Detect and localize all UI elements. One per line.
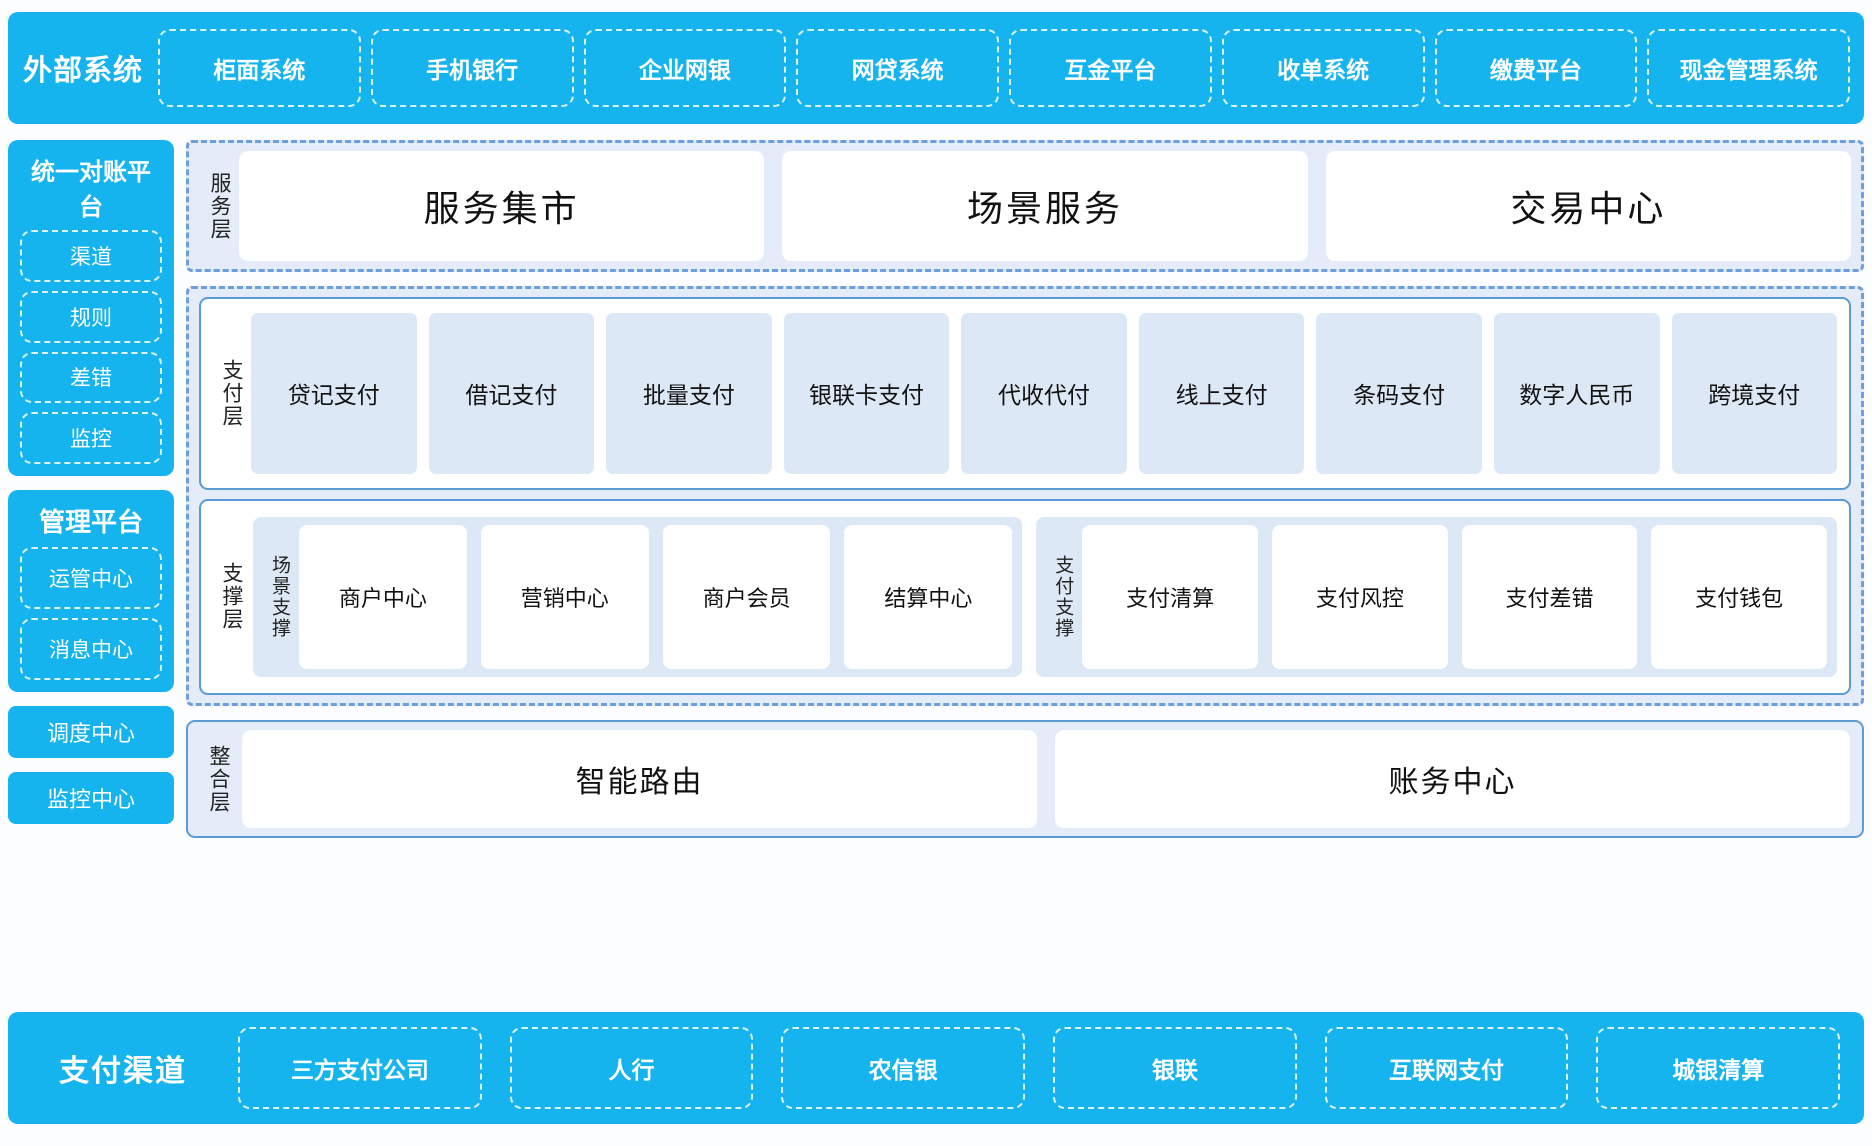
reconcile-platform-panel: 统一对账平台 渠道 规则 差错 监控 xyxy=(8,140,174,476)
payment-channel-chip[interactable]: 三方支付公司 xyxy=(238,1027,482,1109)
payment-card[interactable]: 批量支付 xyxy=(606,313,772,474)
payment-channel-chip[interactable]: 城银清算 xyxy=(1596,1027,1841,1109)
payment-channels-chip-list: 三方支付公司 人行 农信银 银联 互联网支付 城银清算 xyxy=(238,1027,1841,1109)
payment-support-card[interactable]: 支付差错 xyxy=(1461,524,1638,669)
payment-channels-title: 支付渠道 xyxy=(59,1055,187,1088)
payment-card[interactable]: 贷记支付 xyxy=(251,313,417,474)
management-platform-panel: 管理平台 运管中心 消息中心 xyxy=(8,490,174,692)
external-systems-chip-list: 柜面系统 手机银行 企业网银 网贷系统 互金平台 收单系统 缴费平台 现金管理系… xyxy=(158,29,1850,107)
support-layer-label: 支撑层 xyxy=(220,562,244,632)
payment-support-label: 支付支撑 xyxy=(1052,554,1074,639)
payment-channel-chip[interactable]: 银联 xyxy=(1053,1027,1297,1109)
support-layer-subgroups: 场景支撑 商户中心 营销中心 商户会员 结算中心 支付支撑 支付清算 支付风控 xyxy=(253,511,1837,684)
payment-layer-cards: 贷记支付 借记支付 批量支付 银联卡支付 代收代付 线上支付 条码支付 数字人民… xyxy=(251,307,1838,480)
payment-card[interactable]: 条码支付 xyxy=(1316,313,1482,474)
service-layer-cards: 服务集市 场景服务 交易中心 xyxy=(239,151,1851,261)
scene-support-card[interactable]: 营销中心 xyxy=(480,524,649,669)
integration-card[interactable]: 智能路由 xyxy=(242,730,1037,828)
service-layer-group: 服务层 服务集市 场景服务 交易中心 xyxy=(186,140,1864,272)
payment-support-card[interactable]: 支付钱包 xyxy=(1651,524,1827,669)
support-layer-group: 支撑层 场景支撑 商户中心 营销中心 商户会员 结算中心 支付支撑 xyxy=(199,498,1851,695)
management-item[interactable]: 运管中心 xyxy=(20,547,162,609)
integration-card[interactable]: 账务中心 xyxy=(1055,730,1850,828)
payment-card[interactable]: 数字人民币 xyxy=(1493,313,1660,474)
scene-support-card[interactable]: 商户中心 xyxy=(299,524,467,669)
payment-card[interactable]: 代收代付 xyxy=(961,313,1127,474)
scene-support-label: 场景支撑 xyxy=(268,554,290,639)
payment-channel-chip[interactable]: 互联网支付 xyxy=(1324,1027,1569,1109)
payment-channel-chip[interactable]: 人行 xyxy=(509,1027,754,1109)
payment-layer-label: 支付层 xyxy=(220,358,244,428)
platform-layers-column: 服务层 服务集市 场景服务 交易中心 支付层 贷记支付 借记支付 批量支付 银联… xyxy=(186,140,1864,1000)
payment-card[interactable]: 借记支付 xyxy=(428,313,595,474)
integration-layer-cards: 智能路由 账务中心 xyxy=(242,730,1850,828)
payment-layer-group: 支付层 贷记支付 借记支付 批量支付 银联卡支付 代收代付 线上支付 条码支付 … xyxy=(199,297,1851,490)
service-card[interactable]: 服务集市 xyxy=(239,151,765,261)
management-item[interactable]: 消息中心 xyxy=(20,618,162,680)
integration-layer-group: 整合层 智能路由 账务中心 xyxy=(186,720,1864,838)
scene-support-subgroup: 场景支撑 商户中心 营销中心 商户会员 结算中心 xyxy=(253,516,1023,677)
payment-channels-bar: 支付渠道 三方支付公司 人行 农信银 银联 互联网支付 城银清算 xyxy=(8,1012,1864,1124)
service-card[interactable]: 场景服务 xyxy=(782,151,1308,261)
payment-card[interactable]: 银联卡支付 xyxy=(783,313,950,474)
reconcile-platform-items: 渠道 规则 差错 监控 xyxy=(20,230,162,464)
scene-support-card[interactable]: 结算中心 xyxy=(844,524,1013,669)
external-system-chip[interactable]: 互金平台 xyxy=(1009,29,1212,107)
external-systems-title: 外部系统 xyxy=(22,55,143,87)
scene-support-card[interactable]: 商户会员 xyxy=(662,524,831,669)
payment-channel-chip[interactable]: 农信银 xyxy=(781,1027,1026,1109)
reconcile-item[interactable]: 渠道 xyxy=(20,230,162,282)
service-card[interactable]: 交易中心 xyxy=(1325,151,1851,261)
payment-support-card[interactable]: 支付风控 xyxy=(1271,524,1448,669)
payment-card[interactable]: 跨境支付 xyxy=(1671,313,1838,474)
payment-support-card[interactable]: 支付清算 xyxy=(1082,524,1258,669)
external-system-chip[interactable]: 企业网银 xyxy=(583,29,787,107)
external-system-chip[interactable]: 缴费平台 xyxy=(1434,29,1638,107)
reconcile-item[interactable]: 监控 xyxy=(20,412,162,464)
payment-support-cards: 支付清算 支付风控 支付差错 支付钱包 xyxy=(1082,524,1827,669)
monitoring-center-block[interactable]: 监控中心 xyxy=(8,772,174,824)
reconcile-item[interactable]: 规则 xyxy=(20,290,162,343)
external-systems-bar: 外部系统 柜面系统 手机银行 企业网银 网贷系统 互金平台 收单系统 缴费平台 … xyxy=(8,12,1864,124)
service-layer-label: 服务层 xyxy=(208,171,232,241)
external-system-chip[interactable]: 网贷系统 xyxy=(796,29,999,107)
management-platform-items: 运管中心 消息中心 xyxy=(20,547,162,680)
reconcile-item[interactable]: 差错 xyxy=(20,351,162,404)
reconcile-platform-title: 统一对账平台 xyxy=(31,159,151,221)
left-platform-column: 统一对账平台 渠道 规则 差错 监控 管理平台 运管中心 消息中心 调度中心 监… xyxy=(8,140,174,1000)
management-platform-title: 管理平台 xyxy=(38,507,143,537)
scheduling-center-block[interactable]: 调度中心 xyxy=(8,706,174,758)
scene-support-cards: 商户中心 营销中心 商户会员 结算中心 xyxy=(299,524,1013,669)
external-system-chip[interactable]: 手机银行 xyxy=(370,29,574,107)
payment-support-subgroup: 支付支撑 支付清算 支付风控 支付差错 支付钱包 xyxy=(1036,516,1837,677)
integration-layer-label: 整合层 xyxy=(207,744,231,814)
external-system-chip[interactable]: 收单系统 xyxy=(1221,29,1425,107)
payment-card[interactable]: 线上支付 xyxy=(1138,313,1305,474)
core-layers-group: 支付层 贷记支付 借记支付 批量支付 银联卡支付 代收代付 线上支付 条码支付 … xyxy=(186,286,1864,706)
external-system-chip[interactable]: 现金管理系统 xyxy=(1647,29,1850,107)
external-system-chip[interactable]: 柜面系统 xyxy=(158,29,361,107)
